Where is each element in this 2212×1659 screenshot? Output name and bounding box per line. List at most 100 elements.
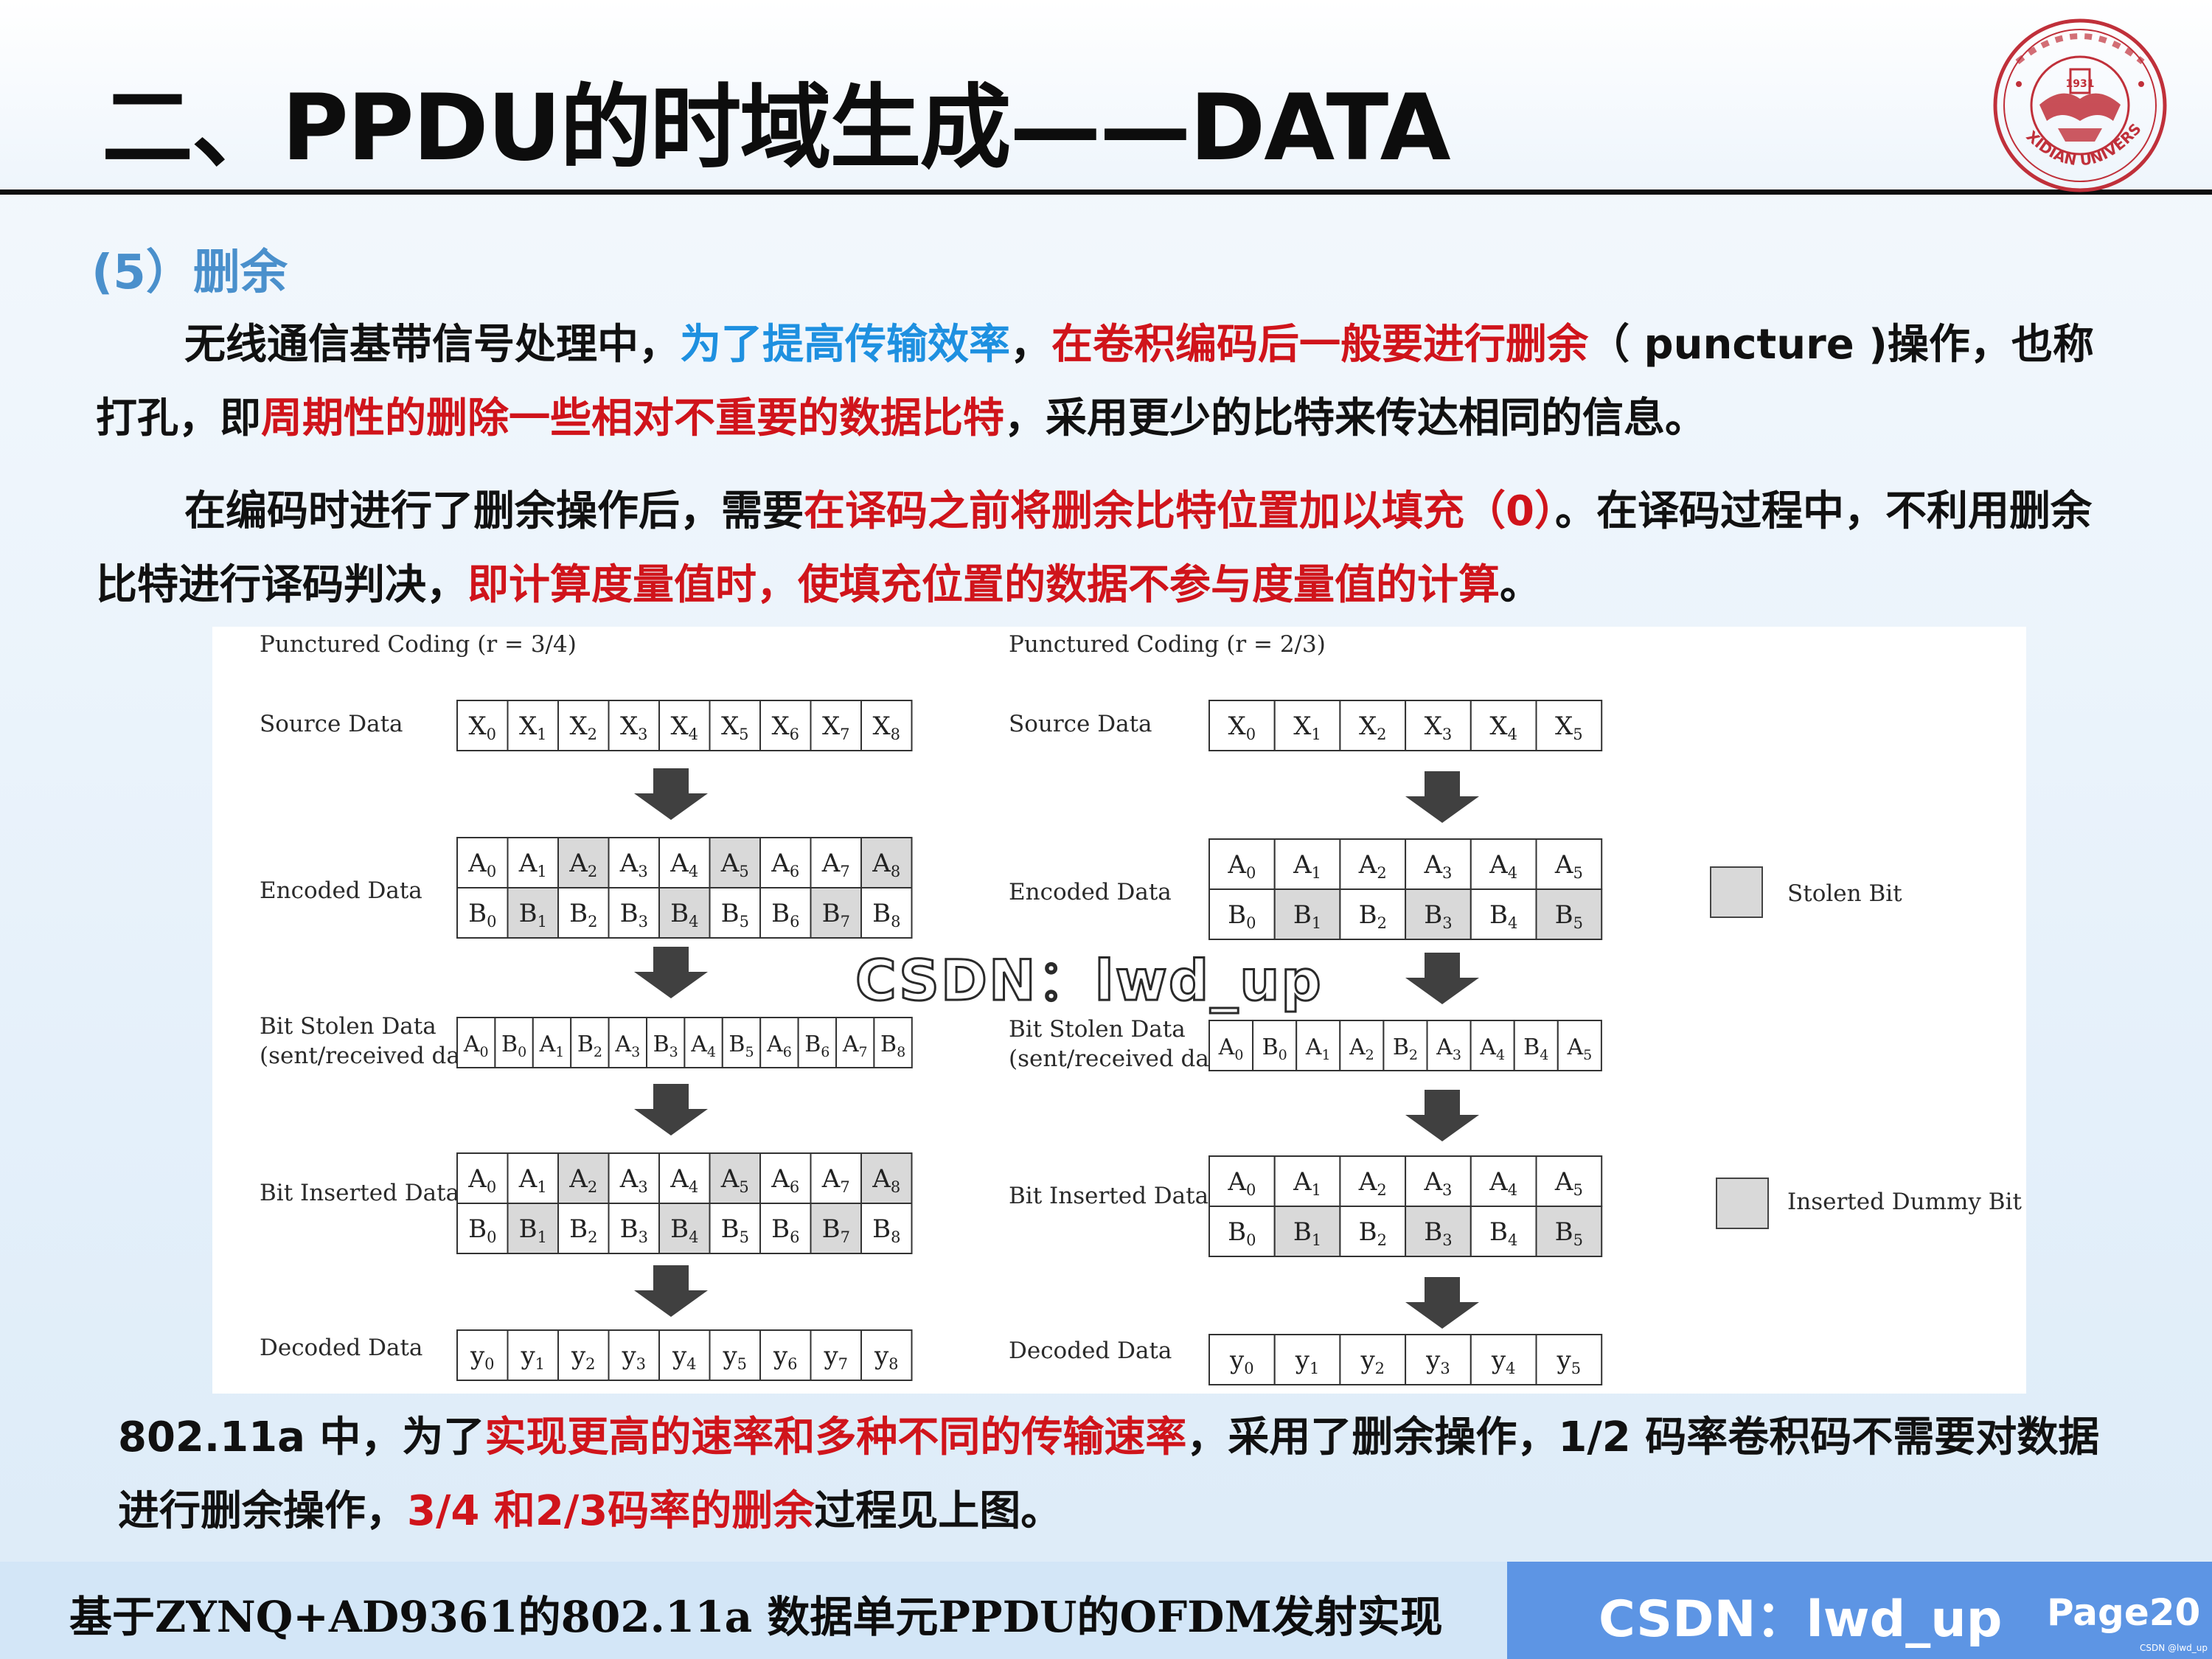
right-inserted-a-label: A4 xyxy=(1489,1167,1517,1199)
left-inserted-a-cell xyxy=(759,1152,812,1204)
p1-text: 无线通信基带信号处理中， xyxy=(184,321,680,369)
right-stolen-cell xyxy=(1557,1020,1602,1071)
left-decoded-cell xyxy=(507,1329,559,1381)
right-encoded-a-label: A0 xyxy=(1227,850,1256,882)
right-encoded-b-cell xyxy=(1273,888,1341,940)
right-inserted-a-cell xyxy=(1339,1155,1407,1207)
left-encoded-b-cell xyxy=(507,887,559,939)
left-arrow xyxy=(634,1084,708,1135)
seal-year: 1931 xyxy=(2066,78,2095,90)
right-source-cell xyxy=(1273,700,1341,751)
left-inserted-b-cell xyxy=(658,1203,711,1254)
right-stolen-label: A4 xyxy=(1479,1034,1505,1063)
legend-inserted-label: Inserted Dummy Bit xyxy=(1787,1189,2022,1215)
left-diagram-title: Punctured Coding (r = 3/4) xyxy=(260,631,577,658)
left-encoded-b-label: B6 xyxy=(771,899,799,931)
right-stolen-cell xyxy=(1252,1020,1298,1071)
left-inserted-b-cell xyxy=(709,1203,761,1254)
left-stolen-cell xyxy=(835,1017,875,1068)
right-decoded-cell xyxy=(1208,1334,1276,1385)
csdn-watermark: CSDN：lwd_up xyxy=(855,947,1323,1015)
left-source-cell xyxy=(608,700,660,751)
left-inserted-b-label: B6 xyxy=(771,1214,799,1246)
right-stolen-cell xyxy=(1470,1020,1515,1071)
left-inserted-b-cell xyxy=(759,1203,812,1254)
left-inserted-a-cell xyxy=(709,1152,761,1204)
left-source-cell xyxy=(557,700,610,751)
right-inserted-a-cell xyxy=(1535,1155,1603,1207)
left-decoded-cell xyxy=(456,1329,509,1381)
right-encoded-b-cell xyxy=(1339,888,1407,940)
left-encoded-a-label: A7 xyxy=(821,849,850,880)
right-decoded-cell xyxy=(1339,1334,1407,1385)
left-inserted-b-cell xyxy=(810,1203,862,1254)
right-inserted-b-label: B1 xyxy=(1293,1217,1321,1249)
left-encoded-a-label: A4 xyxy=(669,849,698,880)
right-source-cell xyxy=(1339,700,1407,751)
right-encoded-a-label: A2 xyxy=(1358,850,1387,882)
p3-highlight-red: 实现更高的速率和多种不同的传输速率 xyxy=(484,1413,1187,1461)
p3-text: 802.11a 中，为了 xyxy=(118,1413,485,1461)
left-decoded-label: y4 xyxy=(672,1341,697,1373)
paragraph-80211a: 802.11a 中，为了实现更高的速率和多种不同的传输速率，采用了删余操作，1/… xyxy=(118,1401,2124,1548)
left-decoded-label: y3 xyxy=(621,1341,646,1373)
right-encoded-b-cell xyxy=(1208,888,1276,940)
left-encoded-b-cell xyxy=(860,887,913,939)
left-decoded-cell xyxy=(759,1329,812,1381)
p1-text: ，采用更少的比特来传达相同的信息。 xyxy=(1004,394,1706,442)
left-stolen-label: A1 xyxy=(539,1032,565,1060)
right-arrow xyxy=(1405,771,1479,823)
left-encoded-a-cell xyxy=(658,837,711,888)
left-label-encoded: Encoded Data xyxy=(260,877,422,904)
right-arrow xyxy=(1405,953,1479,1004)
left-encoded-b-cell xyxy=(658,887,711,939)
left-label-stolen: Bit Stolen Data xyxy=(260,1013,437,1040)
left-encoded-a-cell xyxy=(608,837,660,888)
right-arrow xyxy=(1405,1090,1479,1141)
p2-highlight-red: 即计算度量值时，使填充位置的数据不参与度量值的计算 xyxy=(467,561,1500,609)
p1-text: ， xyxy=(1010,321,1051,369)
left-inserted-b-cell xyxy=(608,1203,660,1254)
right-stolen-cell xyxy=(1513,1020,1559,1071)
left-encoded-b-cell xyxy=(759,887,812,939)
left-encoded-a-cell xyxy=(759,837,812,888)
university-seal-logo: XIDIAN UNIVERSITY 1931 xyxy=(1982,4,2172,193)
right-decoded-cell xyxy=(1470,1334,1537,1385)
left-inserted-a-cell xyxy=(860,1152,913,1204)
right-arrow xyxy=(1405,1277,1479,1329)
left-encoded-b-cell xyxy=(557,887,610,939)
left-stolen-cell xyxy=(797,1017,837,1068)
left-stolen-cell xyxy=(684,1017,723,1068)
right-encoded-b-cell xyxy=(1535,888,1603,940)
legend-inserted-swatch xyxy=(1716,1178,1769,1229)
paragraph-decoding: 在编码时进行了删余操作后，需要在译码之前将删余比特位置加以填充（0）。在译码过程… xyxy=(96,475,2131,622)
left-inserted-b-cell xyxy=(456,1203,509,1254)
title-bar xyxy=(0,0,2212,190)
left-label-decoded: Decoded Data xyxy=(260,1335,422,1361)
right-label-stolen: Bit Stolen Data xyxy=(1009,1016,1186,1043)
p2-highlight-red: 在译码之前将删余比特位置加以填充（0） xyxy=(804,487,1555,535)
left-decoded-cell xyxy=(557,1329,610,1381)
p1-highlight-blue: 为了提高传输效率 xyxy=(680,321,1010,369)
left-inserted-b-cell xyxy=(557,1203,610,1254)
right-source-cell xyxy=(1405,700,1472,751)
footer-title: 基于ZYNQ+AD9361的802.11a 数据单元PPDU的OFDM发射实现 xyxy=(69,1592,1443,1642)
paragraph-puncture-intro: 无线通信基带信号处理中，为了提高传输效率，在卷积编码后一般要进行删余（ punc… xyxy=(96,308,2131,456)
footer-left-band xyxy=(0,1562,1507,1659)
right-label-encoded: Encoded Data xyxy=(1009,879,1172,905)
left-encoded-a-label: A1 xyxy=(518,849,547,880)
right-decoded-label: y3 xyxy=(1425,1346,1450,1377)
right-inserted-b-cell xyxy=(1470,1206,1537,1257)
left-decoded-cell xyxy=(709,1329,761,1381)
p1-highlight-red: 周期性的删除一些相对不重要的数据比特 xyxy=(261,394,1004,442)
left-decoded-cell xyxy=(608,1329,660,1381)
right-inserted-b-label: B2 xyxy=(1359,1217,1387,1249)
p3-text: 过程见上图。 xyxy=(814,1487,1062,1535)
left-encoded-a-cell xyxy=(456,837,509,888)
left-stolen-cell xyxy=(646,1017,686,1068)
legend-stolen-swatch xyxy=(1710,866,1763,918)
left-encoded-b-cell xyxy=(709,887,761,939)
right-decoded-cell xyxy=(1405,1334,1472,1385)
left-label-source: Source Data xyxy=(260,711,403,737)
left-label-stolen-sub: (sent/received data) xyxy=(260,1043,492,1069)
